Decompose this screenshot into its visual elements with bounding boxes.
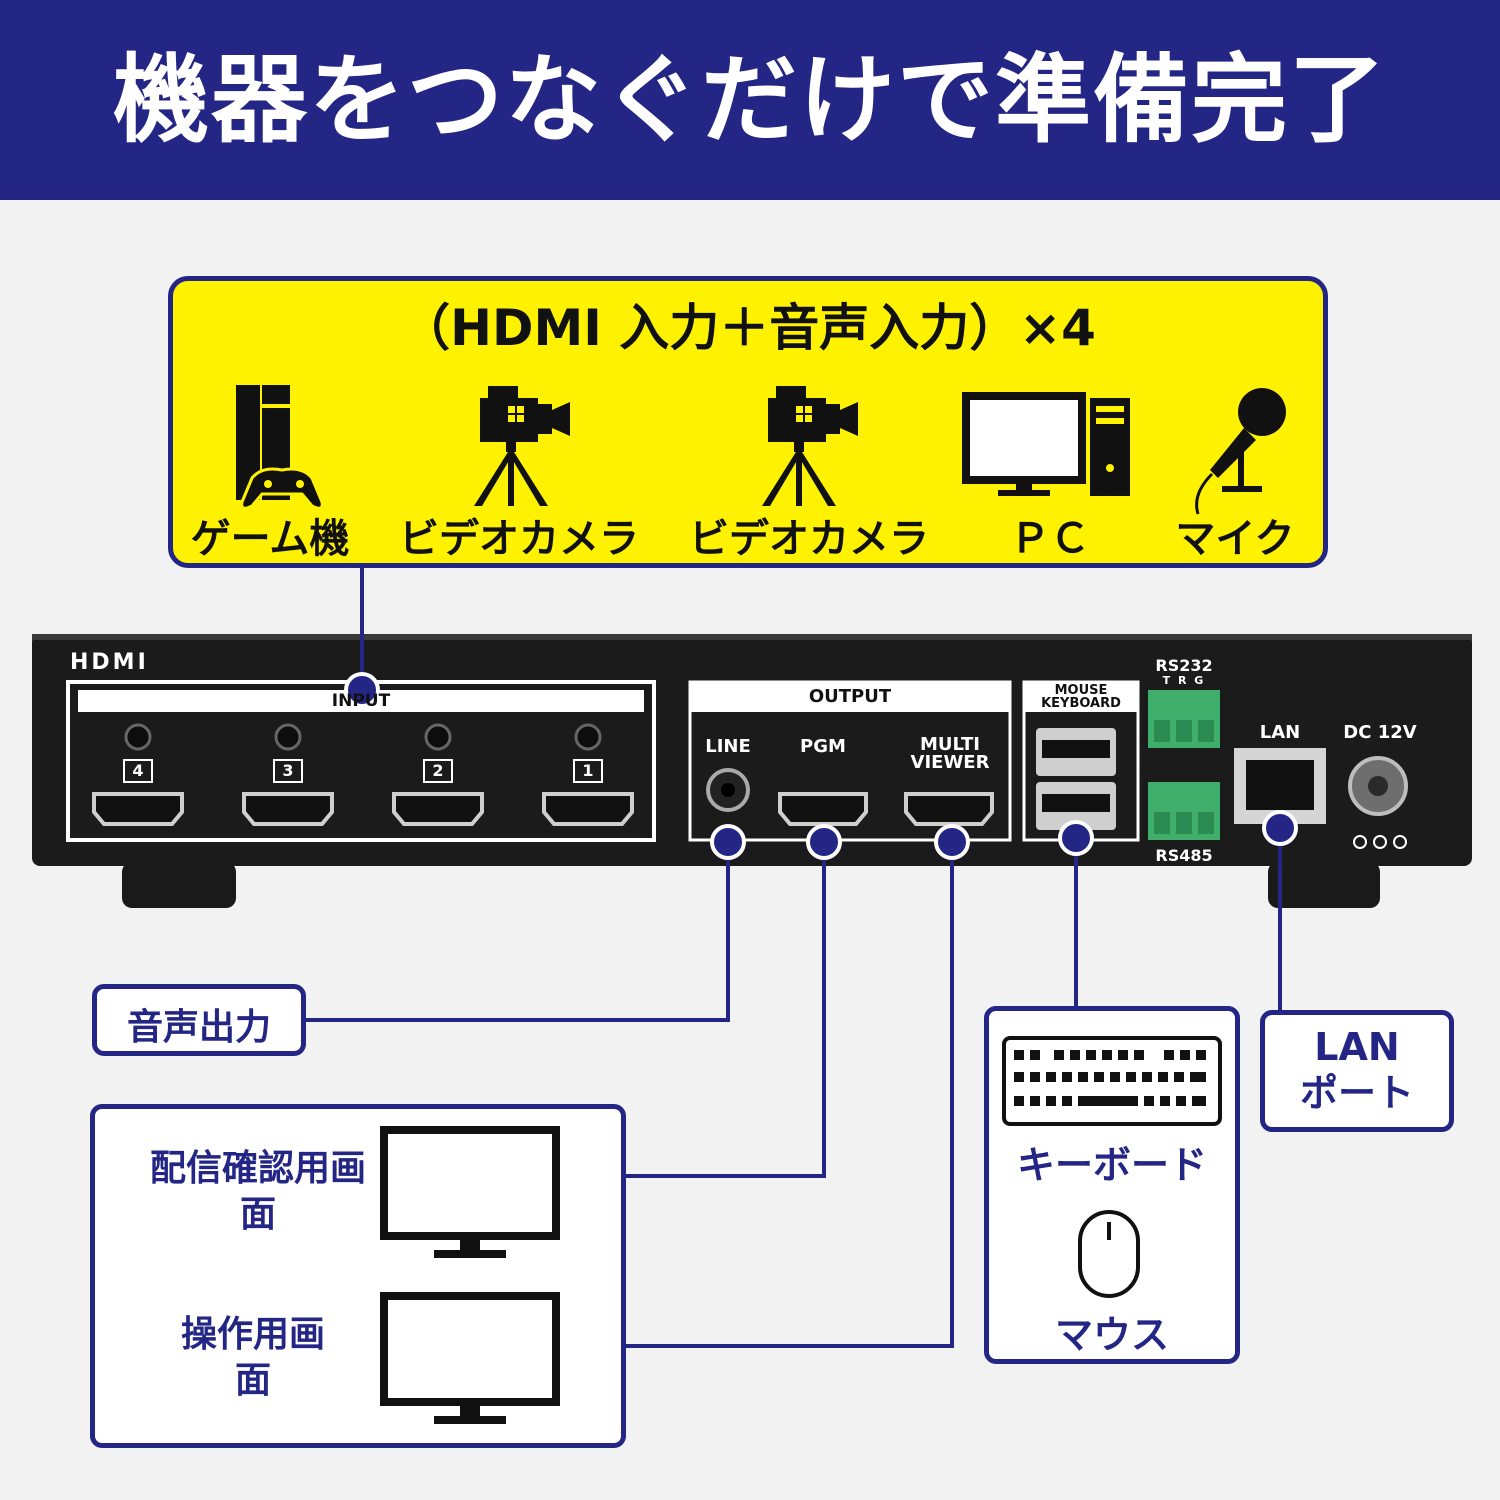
rs232-pins-label: T R G <box>1162 674 1206 687</box>
input-number-1: 1 <box>582 761 594 780</box>
rs232-label: RS232 <box>1155 656 1213 675</box>
keyboard-label: キーボード <box>1016 1143 1207 1187</box>
mouse-keyboard-label: MOUSE KEYBOARD <box>1041 683 1121 711</box>
microphone-icon <box>1195 388 1286 515</box>
input-number-2: 2 <box>432 761 444 780</box>
stream-monitor-label: 配信確認用画面 <box>149 1148 366 1235</box>
output-group-label: OUTPUT <box>808 686 892 707</box>
lan-port-label: LAN ポート <box>1299 1025 1414 1115</box>
monitor-icon <box>380 1292 560 1424</box>
pc-icon <box>962 392 1130 496</box>
video-camera-icon <box>762 386 858 506</box>
device-label-video-camera-1: ビデオカメラ <box>399 516 639 562</box>
dc-label: DC 12V <box>1343 722 1417 743</box>
video-camera-icon <box>474 386 570 506</box>
audio-output-box <box>92 984 306 1056</box>
input-number-3: 3 <box>282 761 294 780</box>
keyboard-icon <box>1002 1036 1222 1126</box>
lan-port-box <box>1260 1010 1454 1132</box>
game-console-icon <box>236 385 324 510</box>
rs485-label: RS485 <box>1155 846 1213 865</box>
connection-lines <box>304 568 1282 1348</box>
lan-label: LAN <box>1259 722 1301 743</box>
mouse-label: マウス <box>1054 1313 1169 1357</box>
device-label-video-camera-2: ビデオカメラ <box>689 516 929 562</box>
hdmi-logo: HDMI <box>70 650 149 675</box>
output-port-multiviewer-label: MULTI VIEWER <box>910 734 990 773</box>
title-banner <box>0 0 1500 200</box>
monitor-icon <box>380 1126 560 1258</box>
device-label-game-console: ゲーム機 <box>190 516 350 562</box>
control-monitor-label: 操作用画面 <box>180 1314 325 1401</box>
output-port-line-label: LINE <box>705 736 751 757</box>
input-group-label: INPUT <box>331 691 391 711</box>
input-devices-panel <box>168 276 1328 568</box>
device-label-microphone: マイク <box>1175 516 1295 562</box>
input-panel-title: （HDMI 入力＋音声入力）×4 <box>400 299 1096 357</box>
device-label-pc: ＰＣ <box>1010 516 1090 562</box>
banner-title: 機器をつなぐだけで準備完了 <box>113 44 1387 156</box>
audio-output-label: 音声出力 <box>126 1007 271 1048</box>
input-number-4: 4 <box>132 761 144 780</box>
mouse-icon <box>1078 1210 1140 1298</box>
output-port-pgm-label: PGM <box>800 736 846 757</box>
